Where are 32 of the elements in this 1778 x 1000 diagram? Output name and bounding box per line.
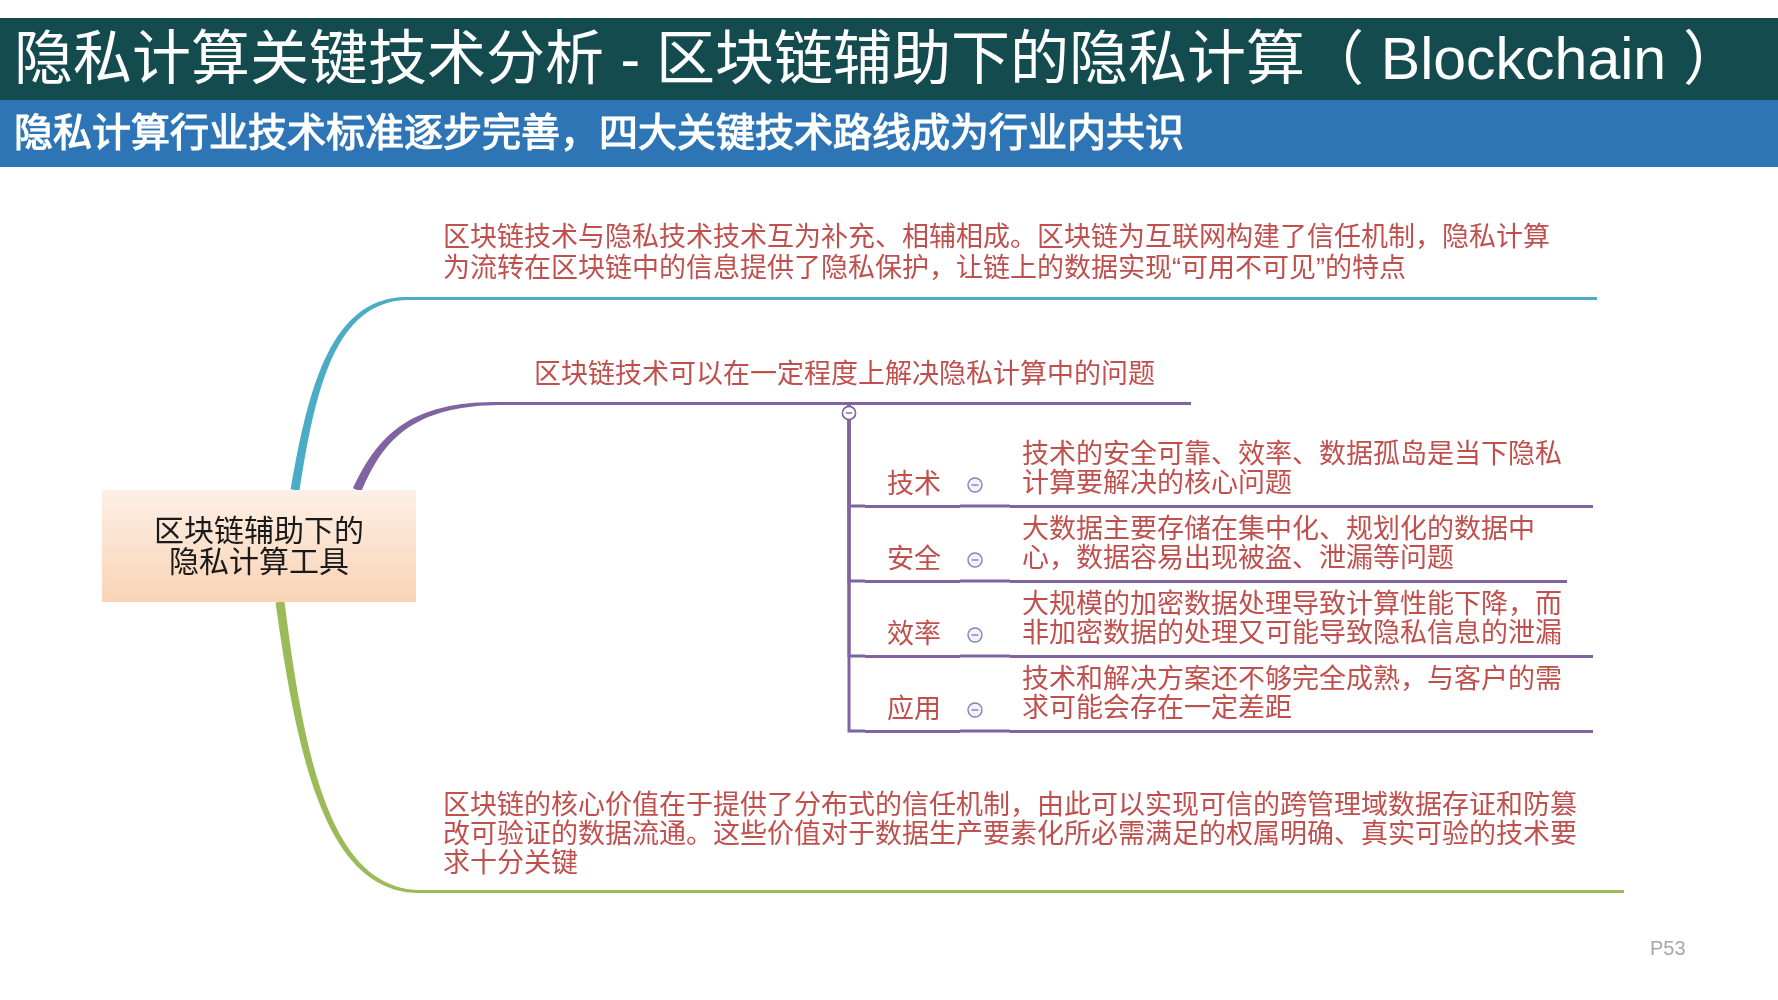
branch-line	[290, 297, 409, 491]
connector-line	[841, 403, 865, 733]
connector-line	[960, 654, 1010, 658]
detail-topic	[1010, 663, 1593, 733]
topic-text: 区块链技术与隐私技术技术互为补充、相辅相成。区块链为互联网构建了信任机制，隐私计算为流转在区块链中的信息提供了隐私保护，让链上的数据实现“可用不可见”的特点	[443, 222, 1551, 284]
central-topic	[102, 490, 416, 602]
detail-topic	[1010, 588, 1593, 658]
connector-line	[960, 729, 1010, 733]
topic-text: 区块链的核心价值在于提供了分布式的信任机制，由此可以实现可信的跨管理域数据存证和防篡改可验证的数据流通。这些价值对于数据生产要素化所必需满足的权属明确、真实可验的技术要求十分关键	[443, 791, 1578, 878]
subtopic	[865, 691, 960, 733]
connector-line	[960, 579, 1010, 583]
topic-text: 区块链辅助下的隐私计算工具	[153, 515, 365, 577]
topic-text: 大规模的加密数据处理导致计算性能下降，而非加密数据的处理又可能导致隐私信息的泄漏	[1022, 590, 1563, 647]
topic-text: 大数据主要存储在集中化、规划化的数据中心，数据容易出现被盗、泄漏等问题	[1022, 515, 1536, 572]
subtopic	[865, 541, 960, 583]
connector-line	[960, 504, 1010, 508]
subtopic	[865, 616, 960, 658]
detail-topic	[1010, 438, 1593, 508]
detail-topic	[1010, 513, 1567, 583]
topic-text: 安全	[887, 544, 941, 575]
topic-text: 区块链技术可以在一定程度上解决隐私计算中的问题	[534, 359, 1155, 390]
page-title: 隐私计算关键技术分析 - 区块链辅助下的隐私计算（ Blockchain ）	[14, 26, 1742, 92]
subtitle: 隐私计算行业技术标准逐步完善，四大关键技术路线成为行业内共识	[14, 110, 1184, 156]
topic-text: 应用	[887, 694, 941, 725]
branch-line	[352, 402, 499, 492]
topic-text: 技术的安全可靠、效率、数据孤岛是当下隐私计算要解决的核心问题	[1022, 440, 1563, 497]
branch-line	[275, 601, 421, 893]
subtopic	[865, 466, 960, 508]
topic-text: 技术	[887, 469, 941, 500]
topic-text: 技术和解决方案还不够完全成熟，与客户的需求可能会存在一定差距	[1022, 665, 1563, 722]
page-number: P53	[1650, 936, 1686, 960]
topic-text: 效率	[887, 619, 941, 650]
